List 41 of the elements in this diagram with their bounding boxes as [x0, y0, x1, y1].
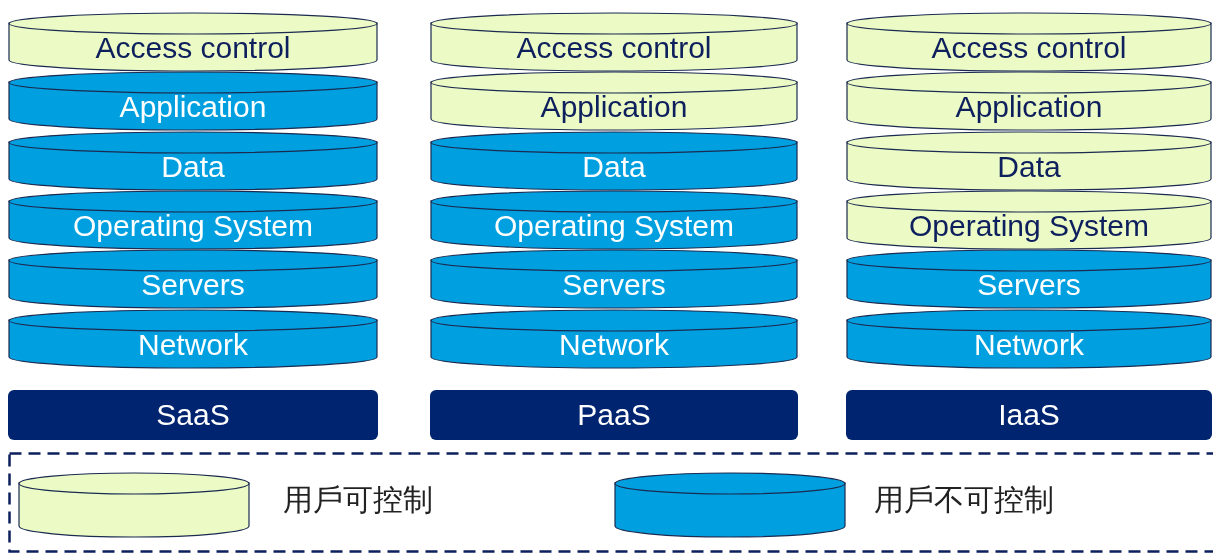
- layer-label: Data: [582, 150, 646, 184]
- layer-label: Operating System: [908, 209, 1150, 243]
- layer-cylinder: [8, 131, 378, 191]
- layer-label: Operating System: [493, 209, 735, 243]
- layer-label: Data: [161, 150, 225, 184]
- layer-cylinder: [846, 131, 1212, 191]
- layer-label: Network: [974, 328, 1084, 362]
- layer-label: Network: [138, 328, 248, 362]
- layer-label: Access control: [931, 31, 1127, 65]
- legend-label: 用戶可控制: [283, 482, 433, 518]
- layer-cylinder: [846, 190, 1212, 250]
- legend-label: 用戶不可控制: [874, 482, 1054, 518]
- layer-label: Servers: [141, 268, 245, 302]
- layer-cylinder: [430, 71, 798, 131]
- layer-label: Operating System: [72, 209, 314, 243]
- layer-label: Application: [540, 90, 688, 124]
- layer-cylinder: [8, 190, 378, 250]
- layer-label: Application: [119, 90, 267, 124]
- layer-label: Data: [997, 150, 1061, 184]
- layer-cylinder: [430, 131, 798, 191]
- layer-cylinder: [846, 12, 1212, 72]
- layer-cylinder: [430, 190, 798, 250]
- layer-label: Network: [559, 328, 669, 362]
- layer-cylinder: [846, 309, 1212, 369]
- layer-cylinder: [846, 71, 1212, 131]
- layer-cylinder: [430, 12, 798, 72]
- layer-label: Access control: [516, 31, 712, 65]
- layer-cylinder: [430, 249, 798, 309]
- service-model-bar: PaaS: [430, 390, 798, 440]
- layer-label: Access control: [95, 31, 291, 65]
- layer-cylinder: [8, 249, 378, 309]
- service-model-bar: IaaS: [846, 390, 1212, 440]
- layer-cylinder: [8, 309, 378, 369]
- service-model-bar: SaaS: [8, 390, 378, 440]
- layer-label: Servers: [977, 268, 1081, 302]
- layer-cylinder: [430, 309, 798, 369]
- layer-cylinder: [846, 249, 1212, 309]
- layer-cylinder: [8, 71, 378, 131]
- layer-cylinder: [8, 12, 378, 72]
- layer-label: Servers: [562, 268, 666, 302]
- layer-label: Application: [955, 90, 1103, 124]
